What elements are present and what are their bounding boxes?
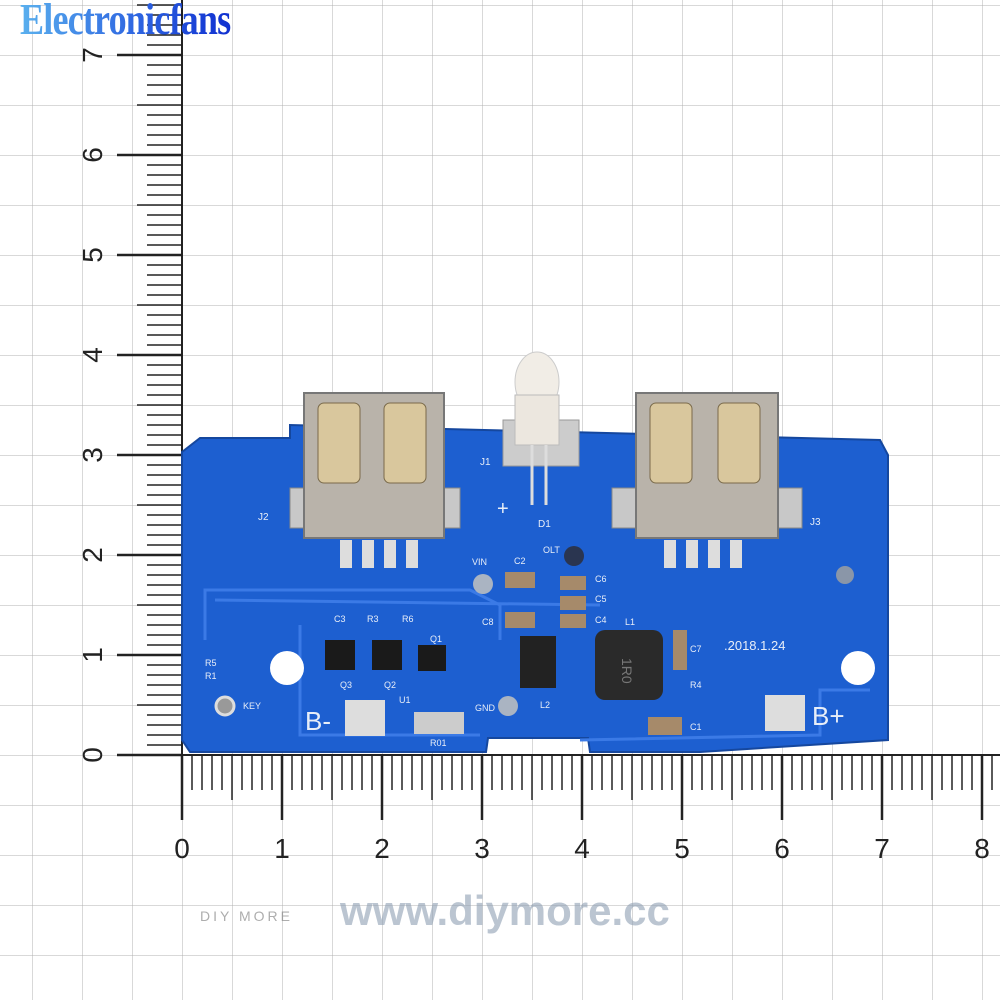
ruler-label: 3 [77, 447, 108, 463]
label-r6: R6 [402, 614, 414, 624]
label-j2: J2 [258, 512, 269, 523]
label-key: KEY [243, 701, 261, 711]
led [502, 351, 580, 505]
ruler-label: 7 [77, 47, 108, 63]
ruler-label: 2 [77, 547, 108, 563]
label-c4: C4 [595, 615, 607, 625]
label-q2: Q2 [384, 680, 396, 690]
usb-port-left [289, 392, 461, 568]
watermark-text: www.diymore.cc [339, 887, 670, 934]
usb-port-right [611, 392, 803, 568]
label-olt: OLT [543, 545, 560, 555]
label-q1: Q1 [430, 634, 442, 644]
ruler-label: 7 [874, 833, 890, 864]
label-vin: VIN [472, 557, 487, 567]
label-c5: C5 [595, 594, 607, 604]
ic-chip [520, 636, 556, 688]
label-c8: C8 [482, 617, 494, 627]
label-r4: R4 [690, 680, 702, 690]
brand-logo: Electronicfans [20, 0, 231, 44]
vertical-ruler: 0 1 2 3 4 5 6 7 [77, 0, 183, 763]
label-l1: L1 [625, 617, 635, 627]
mounting-hole [270, 651, 304, 685]
label-q3: Q3 [340, 680, 352, 690]
ruler-label: 4 [77, 347, 108, 363]
label-j3: J3 [810, 517, 821, 528]
label-date: .2018.1.24 [724, 638, 785, 653]
label-b-plus: B+ [812, 701, 845, 731]
ruler-label: 1 [77, 647, 108, 663]
mounting-hole [841, 651, 875, 685]
components [325, 572, 805, 736]
ruler-label: 1 [274, 833, 290, 864]
watermark-tagline: DIY MORE [200, 908, 293, 924]
ruler-label: 2 [374, 833, 390, 864]
label-l2: L2 [540, 700, 550, 710]
label-r01: R01 [430, 738, 447, 748]
label-plus: + [497, 498, 509, 520]
ruler-label: 6 [77, 147, 108, 163]
label-c7: C7 [690, 644, 702, 654]
inductor-marking: 1R0 [619, 658, 635, 684]
watermark: www.diymore.cc DIY MORE [200, 887, 670, 934]
inductor [595, 630, 663, 700]
ruler-label: 5 [674, 833, 690, 864]
label-u1: U1 [399, 695, 411, 705]
ruler-label: 0 [174, 833, 190, 864]
label-j1: J1 [480, 457, 491, 468]
label-r3: R3 [367, 614, 379, 624]
silkscreen-labels: J1 J2 J3 D1 + VIN OLT C2 C6 C5 C4 C8 C3 … [205, 457, 845, 748]
ruler-label: 4 [574, 833, 590, 864]
label-c2: C2 [514, 556, 526, 566]
ruler-label: 5 [77, 247, 108, 263]
label-d1: D1 [538, 519, 551, 530]
ruler-label: 3 [474, 833, 490, 864]
ruler-label: 6 [774, 833, 790, 864]
key-button [214, 695, 236, 717]
label-c1: C1 [690, 722, 702, 732]
ruler-label: 0 [77, 747, 108, 763]
label-gnd: GND [475, 703, 496, 713]
label-c6: C6 [595, 574, 607, 584]
horizontal-ruler: 0 1 2 3 4 5 6 7 8 [174, 754, 1000, 864]
label-c3: C3 [334, 614, 346, 624]
label-r1: R1 [205, 671, 217, 681]
label-r5: R5 [205, 658, 217, 668]
ruler-label: 8 [974, 833, 990, 864]
label-b-minus: B- [305, 706, 331, 736]
